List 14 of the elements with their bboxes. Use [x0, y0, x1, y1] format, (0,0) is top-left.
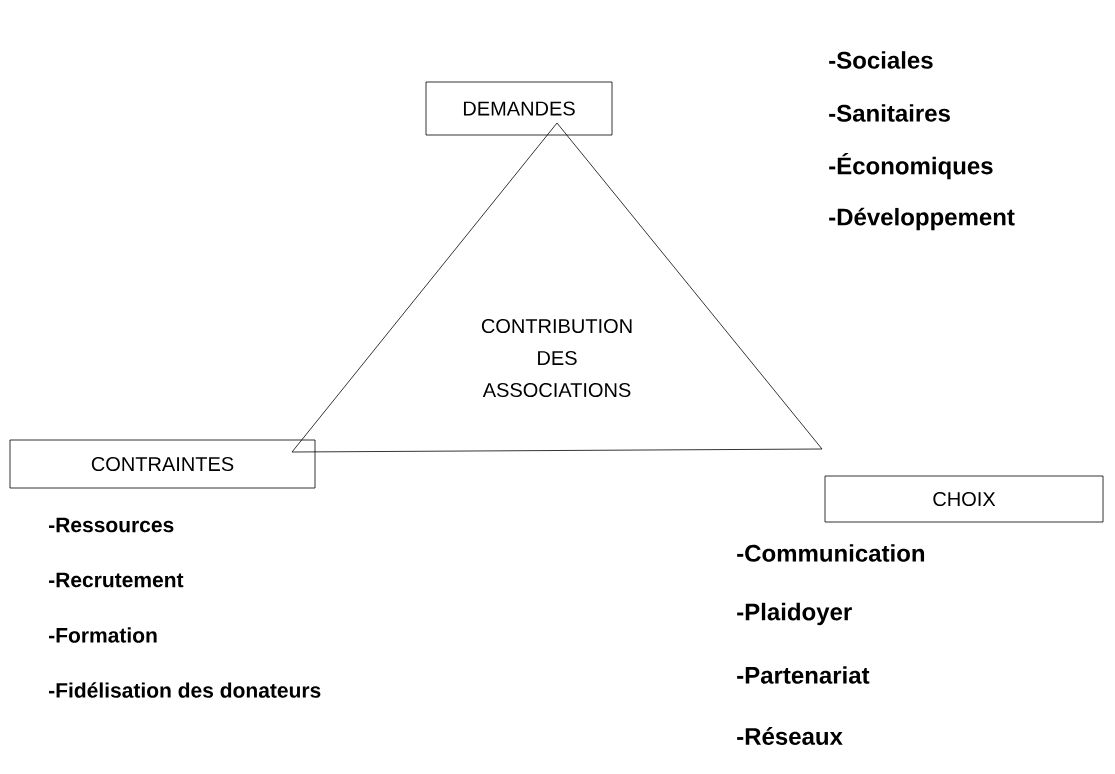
label-box: CHOIX [824, 475, 1104, 523]
list-item: -Plaidoyer [737, 602, 852, 626]
list-item: -Réseaux [737, 727, 843, 745]
list-item: -Ressources [49, 517, 174, 533]
list-item: -Formation [49, 627, 157, 643]
list-item: -Recrutement [49, 572, 184, 588]
list-item: -Communication [737, 544, 925, 562]
triangle: CONTRIBUTION DES ASSOCIATIONS [291, 122, 823, 453]
list-item: -Sanitaires [829, 104, 950, 122]
label-box: DEMANDES [425, 81, 613, 136]
list-item: -Partenariat [737, 666, 870, 684]
label-box: CONTRAINTES [9, 439, 316, 489]
list-item: -Sociales [829, 51, 933, 69]
list-item: -Fidélisation des donateurs [49, 682, 321, 698]
